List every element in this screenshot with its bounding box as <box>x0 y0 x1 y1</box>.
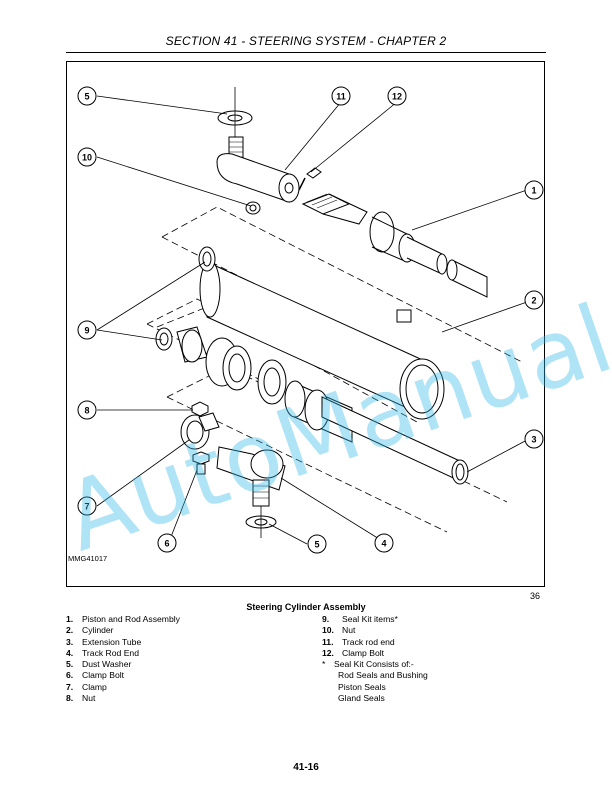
leader-lines <box>96 95 528 545</box>
legend-number: 9. <box>322 614 330 624</box>
legend-title: Steering Cylinder Assembly <box>246 602 366 612</box>
seal-kit-item: Rod Seals and Bushing <box>338 670 428 681</box>
callout-9: 9 <box>77 320 97 340</box>
legend-label: Dust Washer <box>82 659 132 670</box>
legend-label: Clamp Bolt <box>342 647 385 658</box>
svg-text:7: 7 <box>84 502 89 512</box>
figure-code: MMG41017 <box>68 554 108 563</box>
nut-upper <box>245 201 261 215</box>
legend-number: 2. <box>66 625 74 636</box>
asterisk: * <box>322 659 326 670</box>
legend-item: 7. Clamp <box>66 682 296 693</box>
legend-number: 7. <box>66 681 74 692</box>
legend-label: Track Rod End <box>82 647 139 658</box>
seal-kit-bushing <box>198 246 216 272</box>
legend-label: Extension Tube <box>82 636 142 647</box>
legend-label: Piston and Rod Assembly <box>82 614 180 624</box>
extension-tube <box>321 396 463 483</box>
callout-2: 2 <box>524 290 544 310</box>
exploded-diagram: 5 11 12 10 1 2 <box>66 61 545 587</box>
seal-kit-item: Piston Seals <box>338 681 386 692</box>
legend-item: 5. Dust Washer <box>66 659 296 670</box>
seal-kit-rod-seal <box>155 327 173 351</box>
svg-text:11: 11 <box>336 92 346 102</box>
svg-text:12: 12 <box>392 92 402 102</box>
clamp-bolt-lower <box>192 451 210 465</box>
callout-12: 12 <box>387 86 407 106</box>
callout-10: 10 <box>77 147 97 167</box>
callout-3: 3 <box>524 429 544 449</box>
legend-item: 4. Track Rod End <box>66 648 296 659</box>
legend-item: 8. Nut <box>66 693 296 704</box>
legend-number: 10. <box>322 625 334 636</box>
svg-text:8: 8 <box>84 406 89 416</box>
callout-markers: 5 11 12 10 1 2 <box>77 86 544 554</box>
legend-label: Clamp <box>82 681 107 692</box>
legend-item: 9. Seal Kit items* <box>322 614 552 625</box>
clamp-bolt-upper <box>306 167 322 179</box>
legend-number: 4. <box>66 647 74 658</box>
callout-5-top: 5 <box>77 86 97 106</box>
legend-number: 3. <box>66 636 74 647</box>
track-rod-end-upper <box>216 153 290 203</box>
legend-label: Nut <box>82 693 96 704</box>
legend-label: Seal Kit items* <box>342 614 398 624</box>
seal-kit-note-label: Seal Kit Consists of:- <box>334 659 414 670</box>
header-rule <box>66 52 546 53</box>
svg-text:9: 9 <box>84 326 89 336</box>
legend-label: Nut <box>342 625 356 636</box>
clamp-nut <box>191 401 209 417</box>
callout-1: 1 <box>524 180 544 200</box>
svg-text:2: 2 <box>531 296 536 306</box>
legend-item: 3. Extension Tube <box>66 637 296 648</box>
seal-kit-note: * Seal Kit Consists of:- <box>322 659 552 670</box>
svg-text:5: 5 <box>84 92 89 102</box>
figure-number: 36 <box>530 591 541 601</box>
legend-item: 1. Piston and Rod Assembly <box>66 614 296 625</box>
svg-text:5: 5 <box>314 540 319 550</box>
track-rod-end-lower <box>216 446 286 491</box>
legend-item: 12. Clamp Bolt <box>322 648 552 659</box>
svg-text:6: 6 <box>164 539 169 549</box>
legend-number: 6. <box>66 670 74 681</box>
svg-text:1: 1 <box>531 186 536 196</box>
legend-label: Clamp Bolt <box>82 670 125 681</box>
legend-number: 1. <box>66 614 74 624</box>
svg-text:3: 3 <box>531 435 536 445</box>
legend-item: 2. Cylinder <box>66 625 296 636</box>
callout-6: 6 <box>157 533 177 553</box>
svg-text:10: 10 <box>82 153 92 163</box>
legend-right-column: 9. Seal Kit items* 10. Nut 11. Track rod en… <box>322 614 552 704</box>
svg-text:4: 4 <box>381 539 386 549</box>
section-header: SECTION 41 - STEERING SYSTEM - CHAPTER 2 <box>165 34 447 48</box>
legend-number: 11. <box>322 636 334 647</box>
callout-7: 7 <box>77 496 97 516</box>
callout-8: 8 <box>77 400 97 420</box>
seal-kit-item: Gland Seals <box>338 693 385 704</box>
legend-item: 6. Clamp Bolt <box>66 670 296 681</box>
callout-4: 4 <box>374 533 394 553</box>
seal-kit-piston-seal <box>257 359 287 405</box>
legend-item: 11. Track rod end <box>322 637 552 648</box>
piston-and-rod <box>369 211 395 253</box>
legend-label: Track rod end <box>342 636 395 647</box>
legend-left-column: 1. Piston and Rod Assembly 2. Cylinder 3. E… <box>66 614 296 704</box>
callout-11: 11 <box>331 86 351 106</box>
legend-number: 12. <box>322 647 334 658</box>
callout-5-lower: 5 <box>307 534 327 554</box>
steering-cylinder-drawing: 5 11 12 10 1 2 <box>77 86 544 554</box>
legend-number: 8. <box>66 693 74 704</box>
legend-number: 5. <box>66 659 74 670</box>
page-number: 41-16 <box>293 762 319 773</box>
legend-label: Cylinder <box>82 625 114 636</box>
legend-item: 10. Nut <box>322 625 552 636</box>
